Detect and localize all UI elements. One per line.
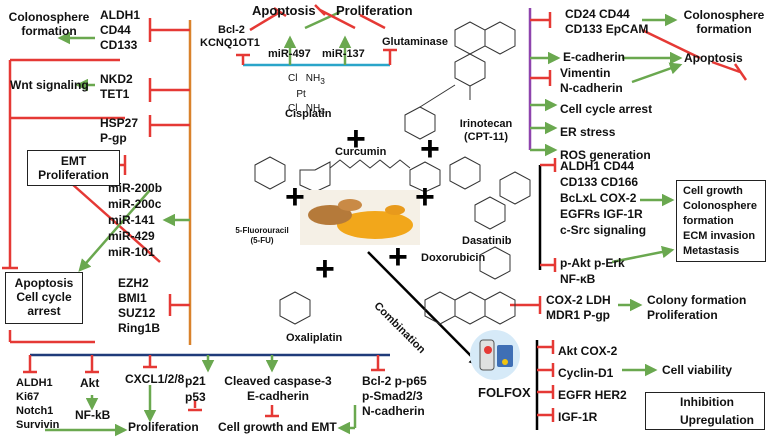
oxaliplatin-label: Oxaliplatin	[286, 332, 343, 344]
akt-label: Akt	[80, 376, 100, 390]
kcnq1ot1-label: KCNQ1OT1	[200, 37, 260, 49]
folfox-label: FOLFOX	[478, 385, 531, 400]
legend	[645, 392, 765, 430]
proliferation-bottom-label: Proliferation	[128, 420, 199, 434]
top-proliferation: Proliferation	[336, 3, 413, 18]
nfkb-label: NF-kB	[75, 408, 111, 422]
plus-icon: +	[388, 238, 408, 276]
bcl2-label: Bcl-2	[218, 24, 245, 36]
top-apoptosis: Apoptosis	[252, 3, 316, 18]
curcumin-label: Curcumin	[335, 146, 387, 158]
glutaminase-label: Glutaminase	[382, 36, 449, 48]
molecule-sketches	[254, 21, 531, 325]
fu-label: 5-Fluorouracil(5-FU)	[235, 226, 289, 245]
plus-icon: +	[420, 130, 440, 168]
plus-icon: +	[315, 250, 335, 288]
cisplatin-label: Cisplatin	[285, 108, 332, 120]
mir137-label: miR-137	[322, 48, 365, 60]
wnt-signaling-label: Wnt signaling	[10, 78, 89, 92]
p21-label: p21	[185, 374, 206, 388]
plus-icon: +	[285, 178, 305, 216]
legend-upregulation: Upregulation	[680, 413, 754, 427]
p53-label: p53	[185, 390, 206, 404]
mir497-label: miR-497	[268, 48, 311, 60]
turmeric-image	[300, 190, 420, 245]
cxcl-label: CXCL1/2/8	[125, 372, 185, 386]
apoptosis-right-label: Apoptosis	[684, 51, 743, 65]
irinotecan-label: Irinotecan(CPT-11)	[459, 118, 513, 143]
plus-icon: +	[346, 120, 366, 158]
folfox-illustration	[470, 330, 520, 380]
cell-growth-emt-label: Cell growth and EMT	[218, 420, 337, 434]
legend-inhibition: Inhibition	[680, 395, 734, 409]
cell-viability-label: Cell viability	[662, 363, 733, 377]
doxorubicin-label: Doxorubicin	[421, 252, 486, 264]
dasatinib-label: Dasatinib	[462, 235, 512, 247]
e-cadherin-label: E-cadherin	[563, 50, 626, 64]
plus-icon: +	[415, 178, 435, 216]
